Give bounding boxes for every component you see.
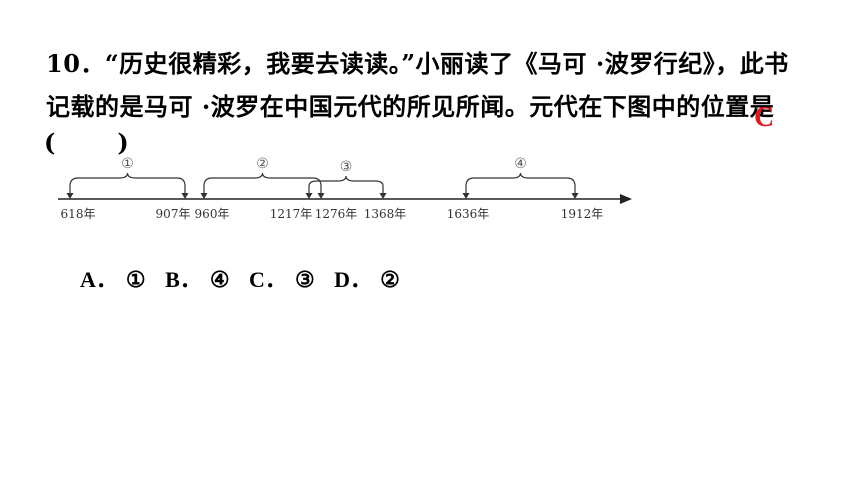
tick-arrow-icon-907	[181, 193, 189, 199]
option-c-letter: C．	[249, 267, 287, 292]
tick-arrow-icon-1636	[462, 193, 470, 199]
option-a-value: ①	[125, 267, 146, 292]
tick-label-1217: 1217年	[270, 207, 313, 221]
tick-label-1912: 1912年	[561, 207, 604, 221]
tick-arrow-icon-1276	[317, 193, 325, 199]
question-line-2: 记载的是马可 ·波罗在中国元代的所见所闻。元代在下图中的位置是	[46, 92, 775, 121]
option-b[interactable]: B． ④	[165, 262, 229, 294]
segment-brace-1	[69, 172, 186, 187]
segment-mark-3: ③	[340, 159, 353, 175]
paren-open: (	[44, 128, 56, 157]
segment-mark-2: ②	[256, 156, 269, 172]
option-c[interactable]: C． ③	[249, 262, 315, 294]
segment-mark-4: ④	[514, 156, 527, 172]
segment-brace-4	[465, 172, 576, 187]
tick-label-1368: 1368年	[364, 207, 407, 221]
timeline-arrow-icon	[620, 194, 632, 204]
option-b-letter: B．	[165, 267, 202, 292]
tick-arrow-icon-1912	[571, 193, 579, 199]
question-line-1: 10．“历史很精彩，我要去读读。”小丽读了《马可 ·波罗行纪》，此书	[46, 49, 789, 78]
tick-label-1636: 1636年	[447, 207, 490, 221]
tick-arrow-icon-618	[66, 193, 74, 199]
paren-close: )	[117, 128, 129, 157]
segment-brace-2	[203, 172, 322, 187]
tick-label-1276: 1276年	[315, 207, 358, 221]
question-text: 10．“历史很精彩，我要去读读。”小丽读了《马可 ·波罗行纪》，此书 记载的是马…	[46, 42, 826, 128]
option-b-value: ④	[209, 267, 230, 292]
tick-label-618: 618年	[61, 207, 96, 221]
answer-mark: C	[754, 102, 775, 133]
tick-arrow-icon-1217	[305, 193, 313, 199]
tick-arrow-icon-1368	[379, 193, 387, 199]
option-a-letter: A．	[80, 267, 118, 292]
option-c-value: ③	[294, 267, 315, 292]
segment-brace-3	[308, 175, 384, 187]
tick-arrow-icon-960	[200, 193, 208, 199]
segment-mark-1: ①	[121, 156, 134, 172]
option-d[interactable]: D． ②	[334, 262, 400, 294]
answer-options: A． ① B． ④ C． ③ D． ②	[80, 262, 414, 294]
tick-label-907: 907年	[156, 207, 191, 221]
option-d-value: ②	[380, 267, 400, 292]
answer-parentheses: ()	[44, 128, 129, 157]
option-a[interactable]: A． ①	[80, 262, 146, 294]
tick-label-960: 960年	[195, 207, 230, 221]
option-d-letter: D．	[334, 267, 373, 292]
